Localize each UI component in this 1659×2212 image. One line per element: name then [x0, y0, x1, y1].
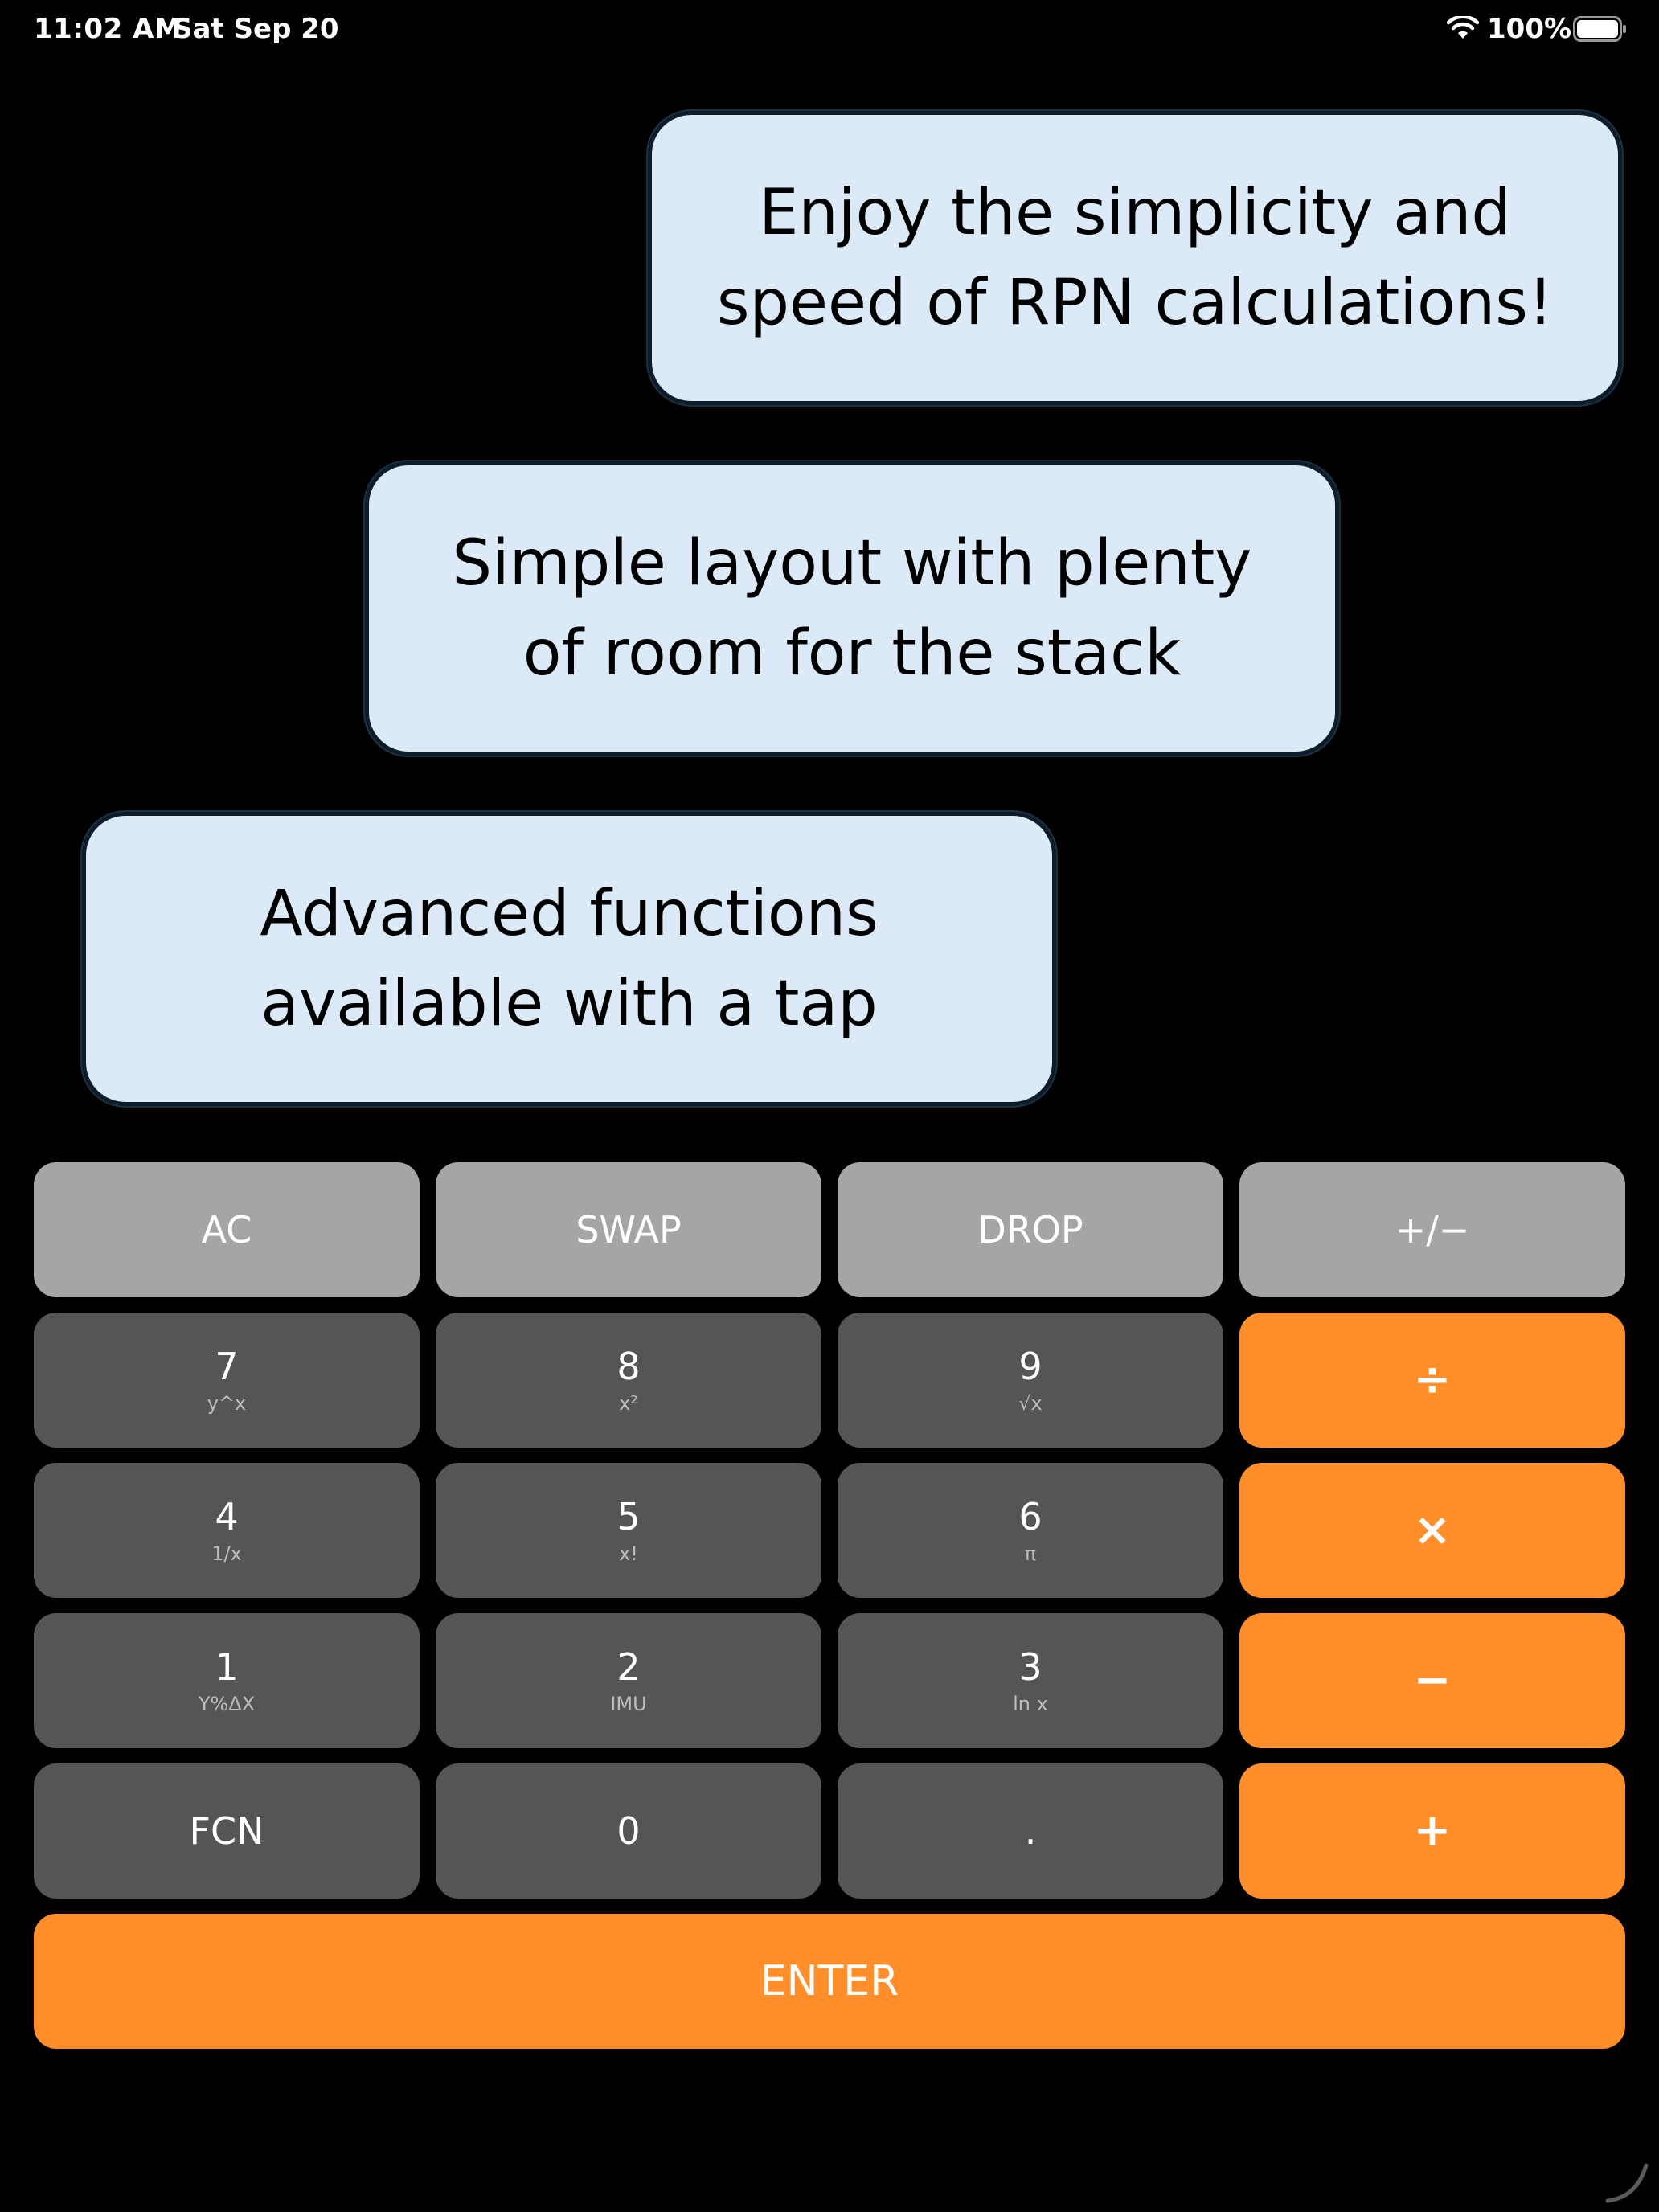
key-7[interactable]: 7 y^x: [34, 1313, 420, 1448]
key-add[interactable]: +: [1239, 1763, 1625, 1899]
battery-percent: 100%: [1487, 13, 1572, 45]
promo-bubble: Enjoy the simplicity and speed of RPN ca…: [648, 111, 1622, 405]
key-0[interactable]: 0: [436, 1763, 821, 1899]
key-subtract[interactable]: −: [1239, 1613, 1625, 1748]
key-label: 1: [215, 1645, 239, 1689]
key-secondary-label: √x: [1018, 1392, 1043, 1415]
key-label: 0: [616, 1809, 641, 1853]
key-multiply[interactable]: ×: [1239, 1463, 1625, 1598]
key-label: FCN: [189, 1809, 264, 1853]
key-secondary-label: ln x: [1013, 1693, 1048, 1715]
key-9[interactable]: 9 √x: [838, 1313, 1223, 1448]
status-date: Sat Sep 20: [173, 13, 339, 45]
promo-bubble: Advanced functions available with a tap: [82, 812, 1056, 1106]
status-bar: 11:02 AM Sat Sep 20 100%: [0, 0, 1659, 58]
key-label: DROP: [977, 1208, 1083, 1251]
key-label: 6: [1018, 1495, 1043, 1538]
promo-bubble-text: Advanced functions available with a tap: [260, 878, 879, 1040]
status-time: 11:02 AM: [34, 13, 182, 45]
promo-bubble-text: Enjoy the simplicity and speed of RPN ca…: [716, 177, 1554, 339]
key-divide[interactable]: ÷: [1239, 1313, 1625, 1448]
key-label: −: [1413, 1654, 1452, 1706]
key-secondary-label: IMU: [610, 1693, 647, 1715]
key-label: 2: [616, 1645, 641, 1689]
key-label: 4: [215, 1495, 239, 1538]
key-fcn[interactable]: FCN: [34, 1763, 420, 1899]
key-secondary-label: x!: [619, 1542, 638, 1565]
battery-icon: [1573, 16, 1628, 42]
key-secondary-label: 1/x: [211, 1542, 242, 1565]
key-label: AC: [201, 1208, 252, 1251]
key-label: +/−: [1395, 1208, 1470, 1251]
enter-button[interactable]: ENTER: [34, 1914, 1625, 2049]
key-secondary-label: Y%ΔX: [198, 1693, 256, 1715]
enter-label: ENTER: [760, 1957, 899, 2005]
key-label: 9: [1018, 1345, 1043, 1388]
key-label: 5: [616, 1495, 641, 1538]
promo-bubble-text: Simple layout with plenty of room for th…: [452, 527, 1252, 690]
key-label: 8: [616, 1345, 641, 1388]
key-label: SWAP: [576, 1208, 682, 1251]
key-label: +: [1413, 1804, 1452, 1857]
key-secondary-label: π: [1024, 1542, 1037, 1565]
key-label: .: [1024, 1809, 1037, 1853]
key-swap[interactable]: SWAP: [436, 1162, 821, 1297]
key-plus-minus[interactable]: +/−: [1239, 1162, 1625, 1297]
key-secondary-label: y^x: [207, 1392, 247, 1415]
key-drop[interactable]: DROP: [838, 1162, 1223, 1297]
key-8[interactable]: 8 x²: [436, 1313, 821, 1448]
key-3[interactable]: 3 ln x: [838, 1613, 1223, 1748]
key-label: ×: [1413, 1504, 1452, 1556]
wifi-icon: [1446, 14, 1480, 42]
key-secondary-label: x²: [619, 1392, 638, 1415]
key-label: 3: [1018, 1645, 1043, 1689]
key-5[interactable]: 5 x!: [436, 1463, 821, 1598]
promo-bubble: Simple layout with plenty of room for th…: [365, 461, 1339, 756]
key-label: ÷: [1413, 1354, 1452, 1406]
resize-handle-icon[interactable]: [1601, 2154, 1653, 2206]
key-ac[interactable]: AC: [34, 1162, 420, 1297]
key-label: 7: [215, 1345, 239, 1388]
key-decimal[interactable]: .: [838, 1763, 1223, 1899]
